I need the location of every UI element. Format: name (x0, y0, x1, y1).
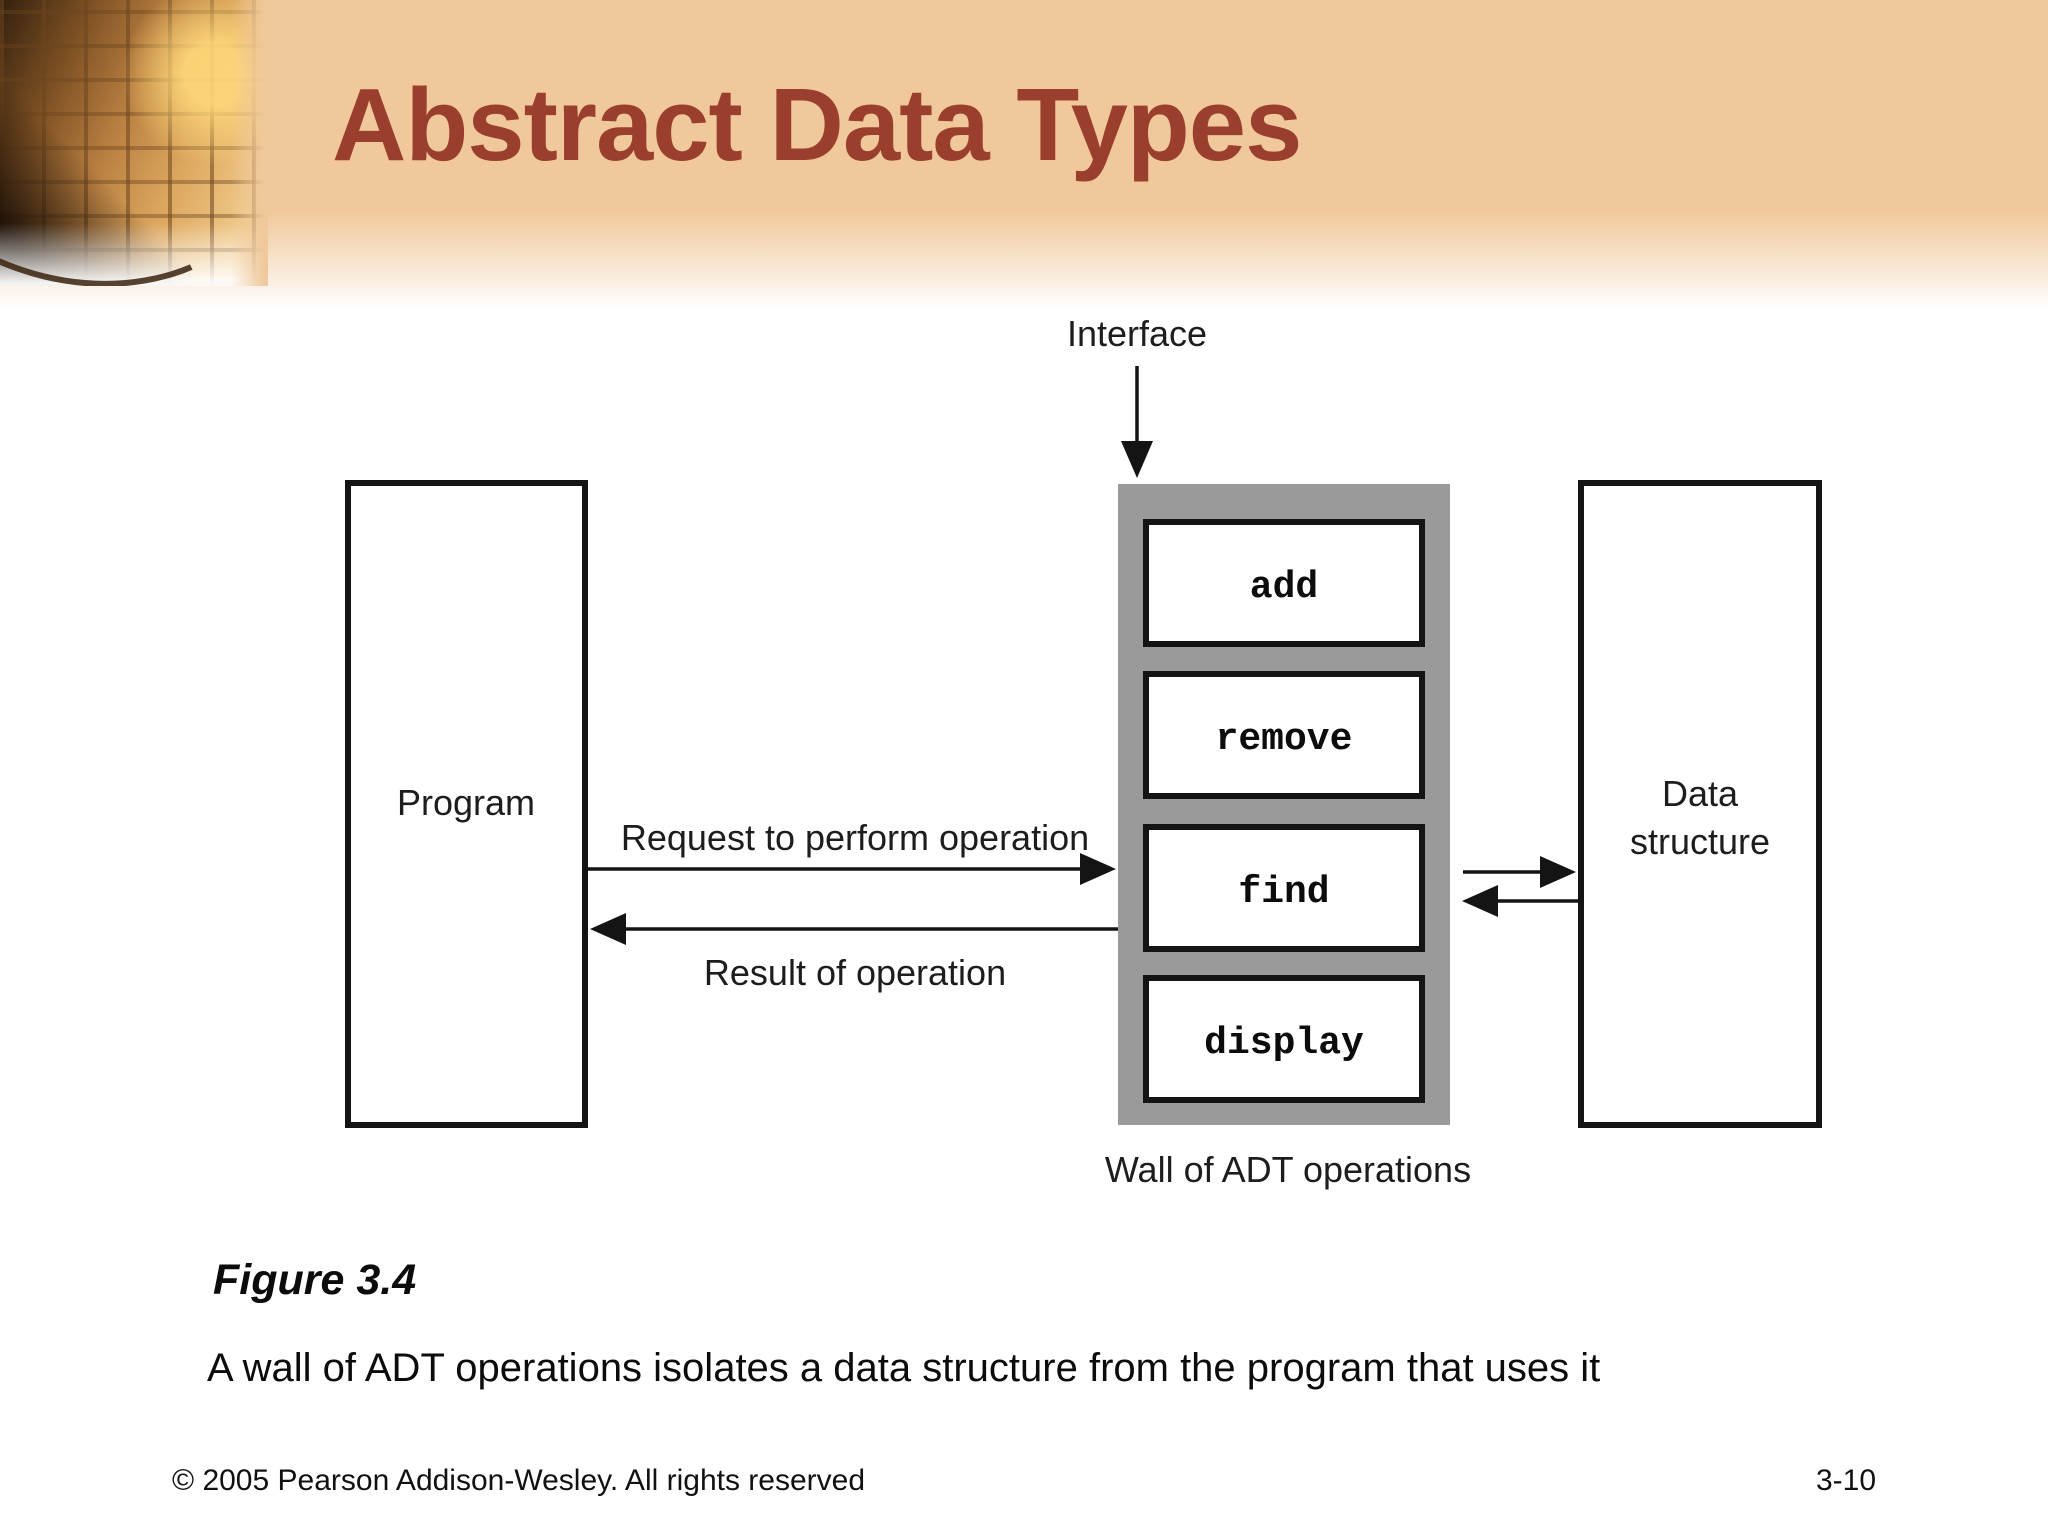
page-title: Abstract Data Types (332, 67, 1302, 182)
op-box-find (1143, 824, 1425, 952)
result-arrowhead-icon (590, 913, 626, 945)
data-structure-label-line2: structure (1630, 821, 1770, 862)
figure-label: Figure 3.4 (213, 1256, 417, 1304)
wall-caption: Wall of ADT operations (1105, 1149, 1471, 1190)
copyright-footer: © 2005 Pearson Addison-Wesley. All right… (172, 1464, 866, 1497)
data-to-wall-arrowhead-icon (1462, 885, 1498, 917)
op-box-remove (1143, 671, 1425, 799)
op-label-add: add (1250, 566, 1318, 609)
wall-to-data-arrowhead-icon (1540, 856, 1576, 888)
op-label-remove: remove (1216, 718, 1353, 761)
header-band (0, 0, 2048, 310)
header-photo (0, 0, 268, 286)
interface-label: Interface (1067, 313, 1207, 354)
data-structure-label-line1: Data (1662, 773, 1739, 814)
result-arrow-label: Result of operation (704, 952, 1006, 993)
op-label-display: display (1204, 1022, 1364, 1065)
program-label: Program (397, 782, 535, 823)
slide-number: 3-10 (1816, 1464, 1877, 1497)
request-arrow-label: Request to perform operation (621, 817, 1089, 858)
op-box-add (1143, 519, 1425, 647)
interface-arrowhead-icon (1121, 441, 1153, 478)
request-arrowhead-icon (1080, 853, 1116, 885)
figure-caption: A wall of ADT operations isolates a data… (207, 1346, 1601, 1390)
op-box-display (1143, 975, 1425, 1103)
program-box (345, 480, 588, 1128)
op-label-find: find (1238, 871, 1329, 914)
data-structure-box (1578, 480, 1822, 1128)
